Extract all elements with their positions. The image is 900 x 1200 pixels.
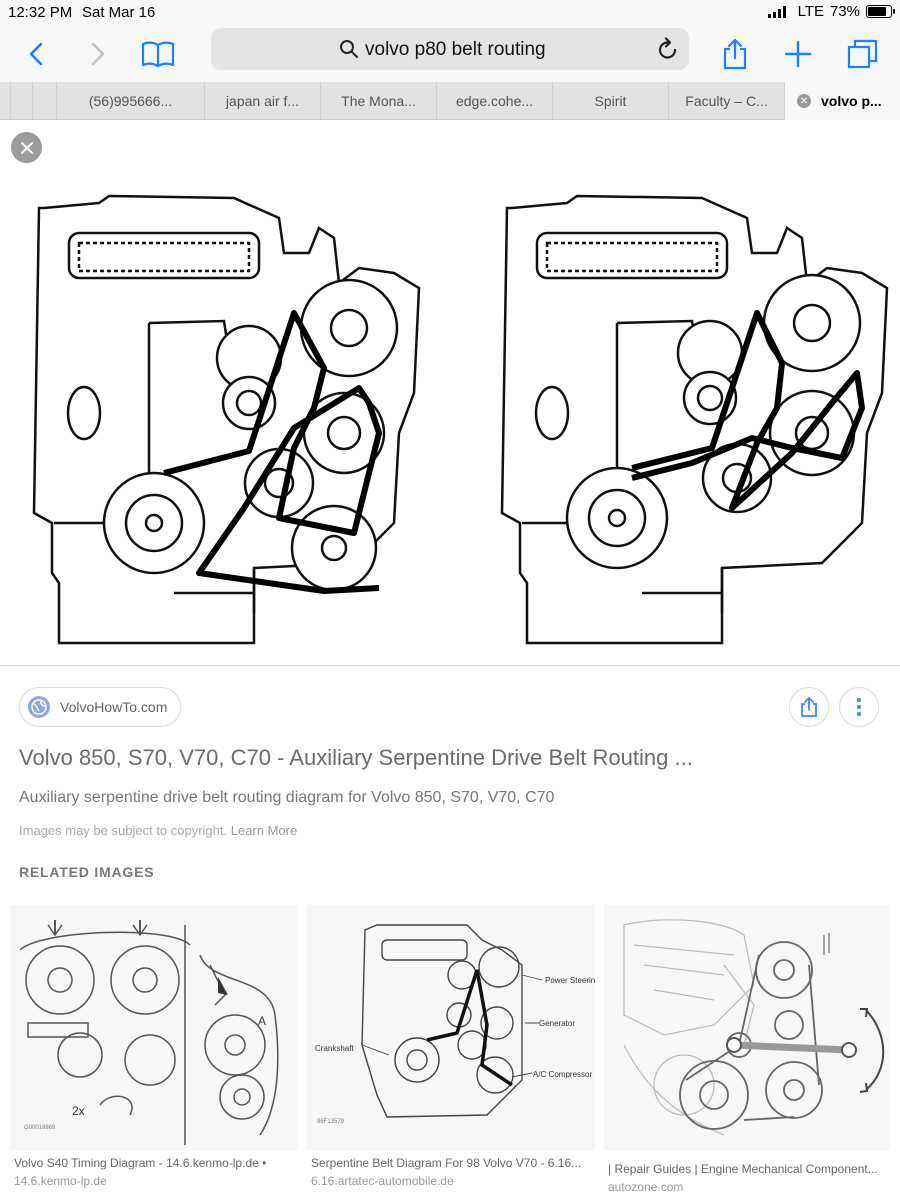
label-generator: Generator [539, 1019, 575, 1028]
label-crankshaft: Crankshaft [315, 1044, 354, 1053]
timing-diagram-image: 2x A G00018869 [10, 905, 298, 1150]
tab-label: Spirit [594, 93, 627, 109]
close-viewer-button[interactable] [11, 132, 42, 163]
related-caption-domain: autozone.com [608, 1180, 684, 1194]
tab-label: edge.cohe... [455, 93, 534, 109]
tab-item[interactable]: edge.cohe... [436, 82, 552, 120]
related-caption[interactable]: Serpentine Belt Diagram For 98 Volvo V70… [311, 1156, 593, 1188]
related-caption-domain: 14.6.kenmo-lp.de [14, 1174, 107, 1188]
back-button[interactable] [16, 34, 56, 74]
related-caption-title: Serpentine Belt Diagram For 98 Volvo V70… [311, 1156, 582, 1170]
tab-item-active[interactable]: ✕ volvo p... [784, 82, 900, 120]
related-image-thumb[interactable] [604, 905, 890, 1150]
tab-label: volvo p... [821, 93, 882, 109]
tab-label: The Mona... [341, 93, 416, 109]
tab-collapsed[interactable] [10, 82, 32, 120]
label-ac-compressor: A/C Compressor [533, 1070, 592, 1079]
engine-component-image [604, 905, 890, 1150]
tab-item[interactable]: japan air f... [204, 82, 320, 120]
battery-percent: 73% [829, 3, 860, 20]
related-caption-title: Volvo S40 Timing Diagram - 14.6.kenmo-lp… [14, 1156, 267, 1170]
share-button[interactable] [715, 34, 755, 74]
copyright-notice: Images may be subject to copyright. Lear… [19, 823, 297, 838]
label-power-steering: Power Steering Pump [545, 976, 595, 985]
tab-item[interactable]: (56)995666... [56, 82, 204, 120]
source-name: VolvoHowTo.com [60, 699, 168, 715]
forward-button[interactable] [78, 34, 118, 74]
copyright-text: Images may be subject to copyright. [19, 823, 228, 838]
thumb-image-code: G00018869 [24, 1125, 56, 1131]
new-tab-button[interactable] [778, 34, 818, 74]
tab-item[interactable]: The Mona... [320, 82, 436, 120]
tabs-overview-icon [847, 39, 878, 69]
close-icon [20, 141, 33, 154]
status-bar: 12:32 PM Sat Mar 16 LTE 73% [0, 0, 900, 24]
status-time: 12:32 PM [8, 4, 73, 21]
cell-signal-icon [767, 5, 786, 18]
related-caption-title: | Repair Guides | Engine Mechanical Comp… [608, 1162, 878, 1176]
belt-diagram-left[interactable] [24, 193, 424, 648]
related-image-thumb[interactable]: Power Steering Pump Generator Crankshaft… [307, 905, 595, 1150]
result-description: Auxiliary serpentine drive belt routing … [19, 789, 555, 806]
book-icon [141, 41, 175, 68]
tab-label: japan air f... [225, 93, 300, 109]
more-vertical-icon [857, 698, 861, 716]
network-type: LTE [797, 3, 824, 20]
learn-more-link[interactable]: Learn More [230, 823, 298, 838]
address-text: volvo p80 belt routing [365, 39, 546, 60]
tab-strip: (56)995666... japan air f... The Mona...… [0, 82, 900, 120]
thumb-label-a: A [258, 1014, 266, 1028]
bookmarks-button[interactable] [138, 34, 178, 74]
image-viewer [0, 121, 900, 666]
tab-label: Faculty – C... [685, 93, 768, 109]
close-tab-icon[interactable]: ✕ [797, 94, 811, 108]
more-options-button[interactable] [839, 687, 879, 727]
tabs-button[interactable] [843, 34, 883, 74]
tab-label: (56)995666... [88, 93, 173, 109]
chevron-left-icon [29, 42, 43, 66]
related-images-heading: RELATED IMAGES [19, 864, 155, 880]
share-icon [801, 697, 817, 717]
related-caption[interactable]: Volvo S40 Timing Diagram - 14.6.kenmo-lp… [14, 1156, 294, 1188]
related-caption-domain: 6.16.artatec-automobile.de [311, 1174, 454, 1188]
chevron-right-icon [91, 42, 105, 66]
battery-icon [866, 5, 895, 18]
plus-icon [784, 40, 812, 68]
search-icon [340, 40, 359, 59]
source-link[interactable]: VolvoHowTo.com [19, 687, 181, 727]
serpentine-diagram-image: Power Steering Pump Generator Crankshaft… [307, 905, 595, 1150]
tab-collapsed[interactable] [32, 82, 56, 120]
status-right: LTE 73% [767, 3, 895, 20]
thumb-image-code: 96F13579 [317, 1119, 345, 1125]
related-image-thumb[interactable]: 2x A G00018869 [10, 905, 298, 1150]
result-title[interactable]: Volvo 850, S70, V70, C70 - Auxiliary Ser… [19, 745, 693, 770]
share-result-button[interactable] [789, 687, 829, 727]
reload-icon[interactable] [657, 37, 679, 61]
belt-diagram-right[interactable] [492, 193, 892, 648]
related-caption[interactable]: | Repair Guides | Engine Mechanical Comp… [608, 1162, 890, 1194]
thumb-label-2x: 2x [72, 1104, 85, 1118]
status-date: Sat Mar 16 [82, 4, 156, 21]
tab-item[interactable]: Spirit [552, 82, 668, 120]
tab-item[interactable]: Faculty – C... [668, 82, 784, 120]
browser-toolbar: volvo p80 belt routing [0, 24, 900, 82]
share-icon [723, 38, 747, 70]
address-bar[interactable]: volvo p80 belt routing [211, 28, 689, 70]
globe-icon [28, 696, 50, 718]
